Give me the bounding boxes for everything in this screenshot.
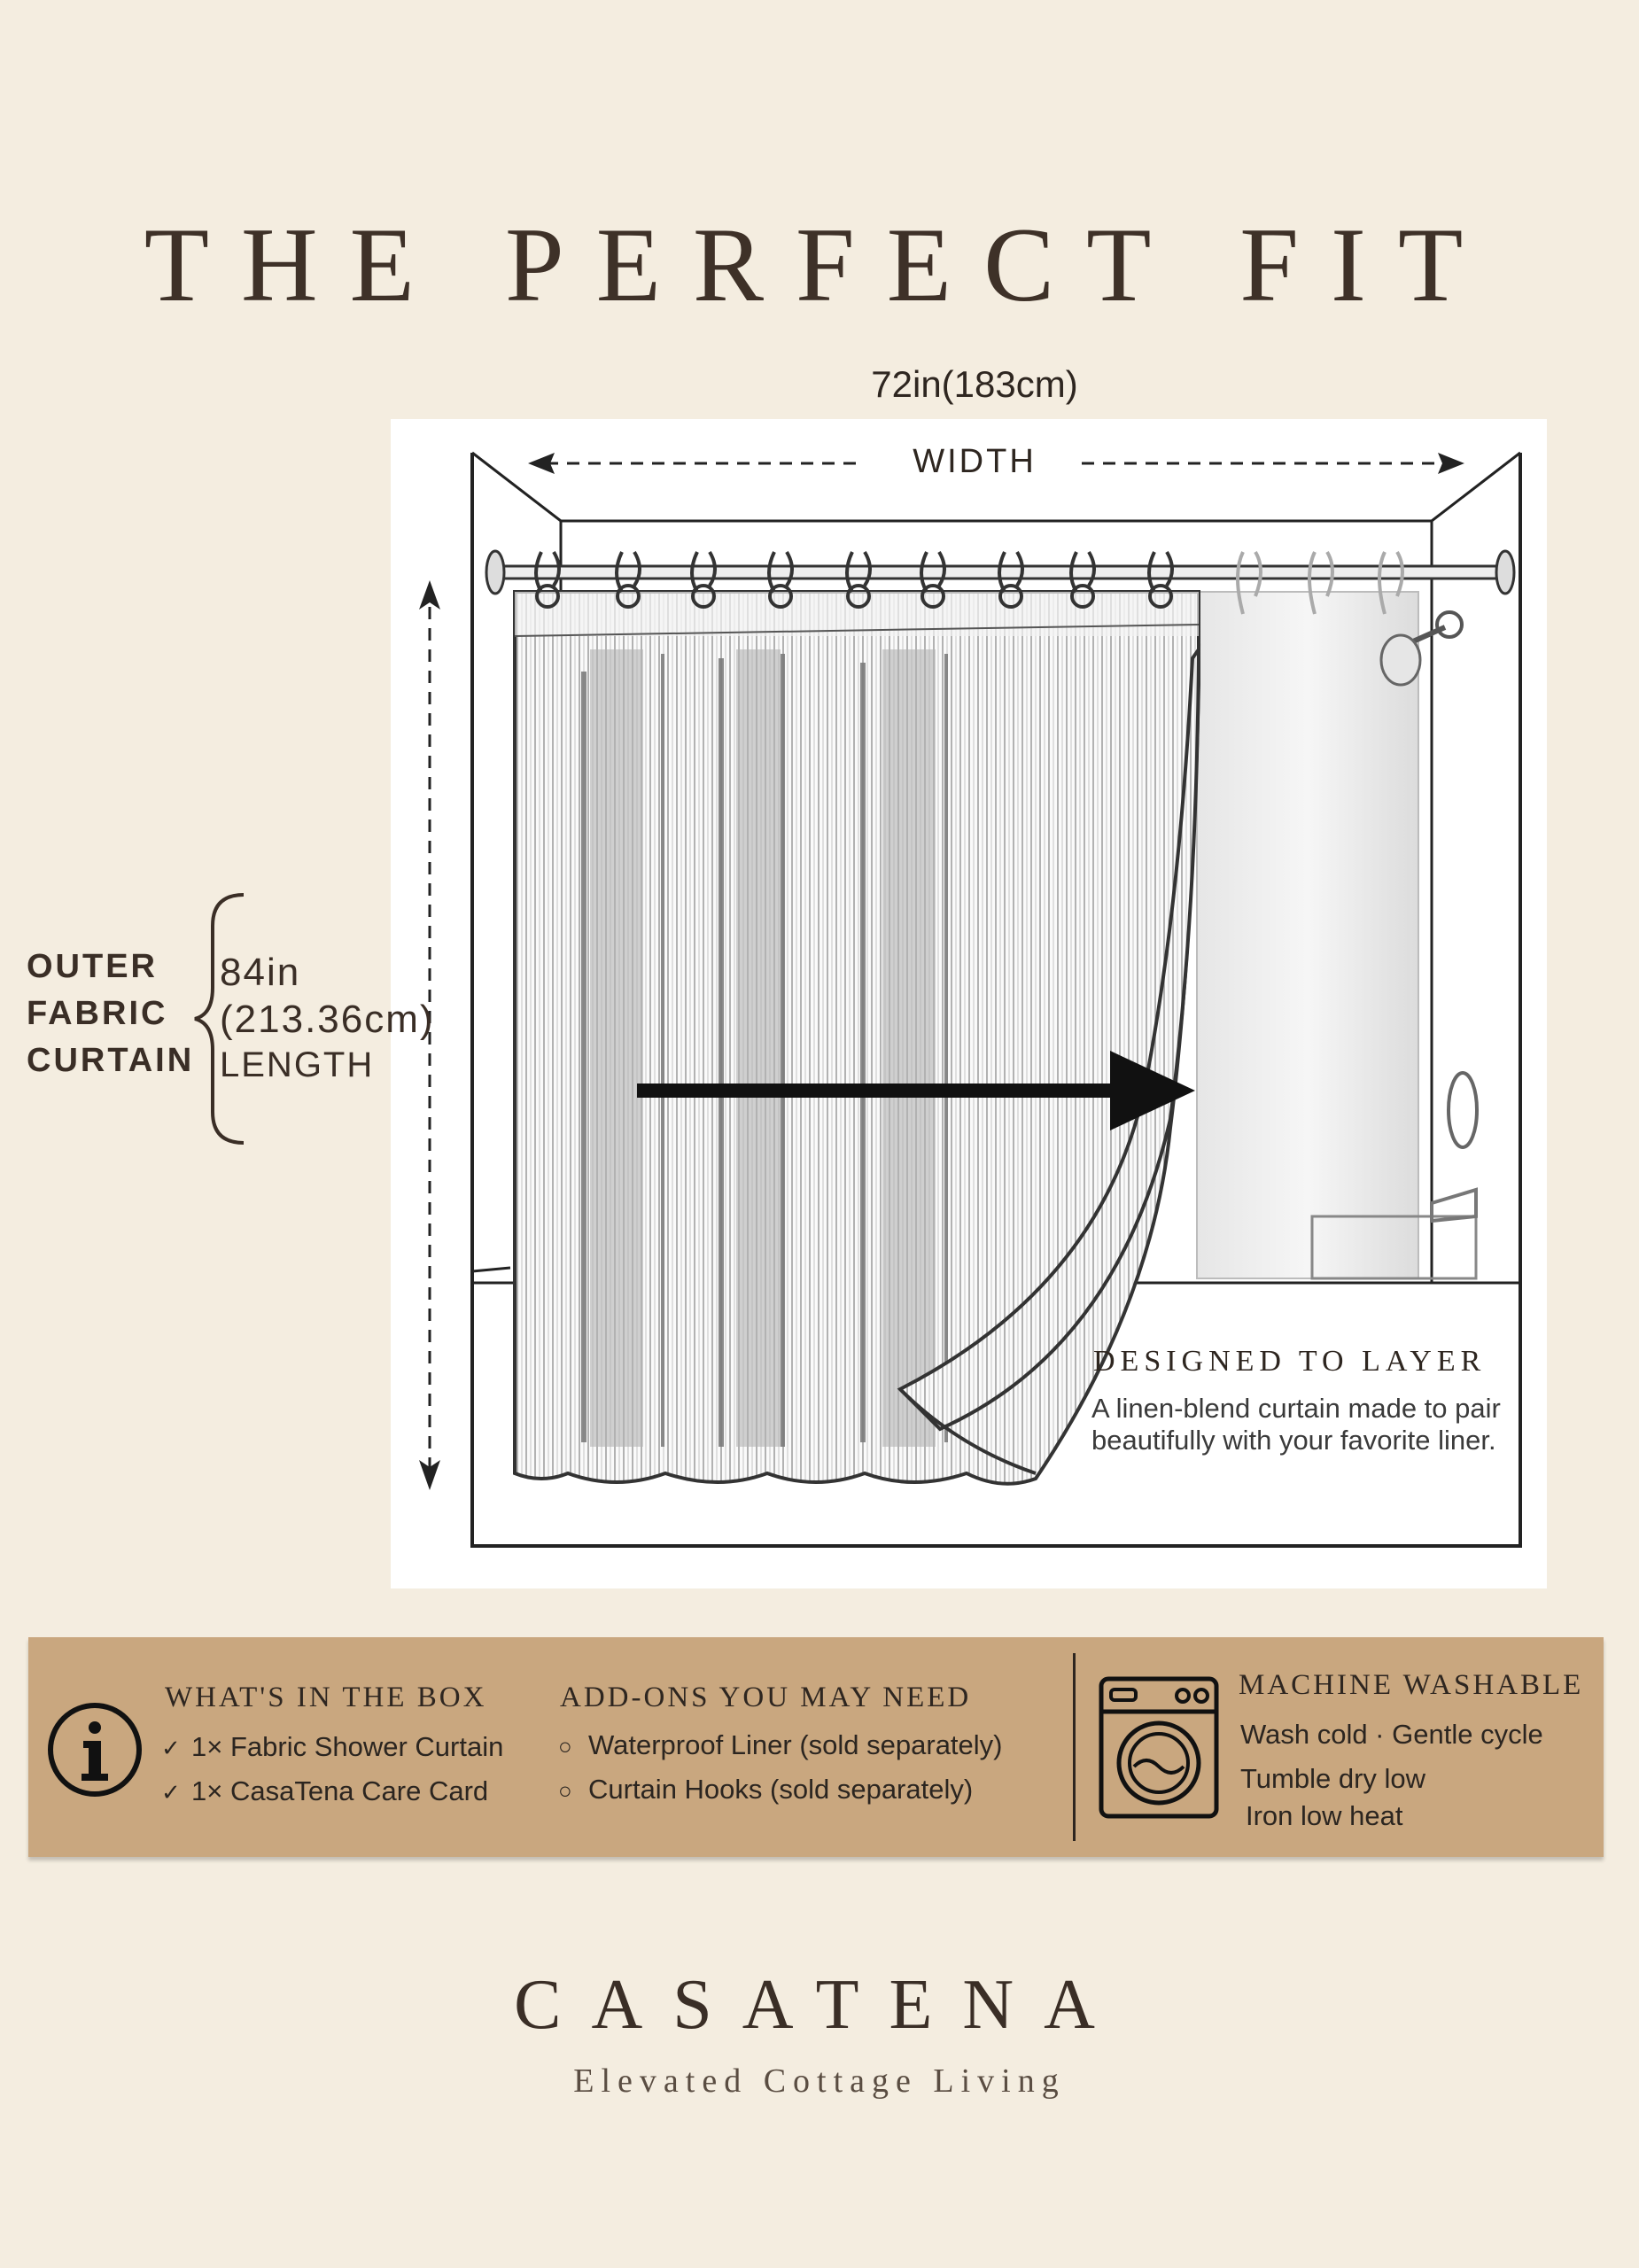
list-item: ○ Curtain Hooks (sold separately) (558, 1774, 973, 1806)
callout-text: A linen-blend curtain made to pair beaut… (1091, 1393, 1501, 1456)
curtain-label-fabric: FABRIC (27, 995, 168, 1032)
box-item-text: 1× Fabric Shower Curtain (191, 1731, 504, 1762)
curtain-label-outer: OUTER (27, 948, 158, 985)
addon-item-text: Curtain Hooks (sold separately) (588, 1774, 974, 1805)
callout-title: DESIGNED TO LAYER (1093, 1345, 1487, 1378)
length-value-inches: 84in (220, 951, 301, 994)
info-circle-icon (48, 1703, 142, 1797)
info-band: WHAT'S IN THE BOX ✓ 1× Fabric Shower Curt… (28, 1637, 1604, 1857)
wash-item: Iron low heat (1246, 1800, 1403, 1831)
length-value-cm: (213.36cm) (220, 998, 435, 1041)
divider (1073, 1653, 1076, 1841)
shower-curtain-diagram (391, 419, 1547, 1588)
length-label: LENGTH (220, 1045, 375, 1084)
brand-logo-text: CASATENA (514, 1966, 1125, 2044)
circle-bullet-icon: ○ (558, 1777, 572, 1804)
wash-heading: MACHINE WASHABLE (1239, 1669, 1584, 1701)
curtain-illustration (470, 451, 1522, 1548)
list-item: ✓ 1× CasaTena Care Card (161, 1775, 488, 1807)
page-title: THE PERFECT FIT (144, 206, 1495, 324)
washing-machine-icon (1099, 1676, 1219, 1819)
check-icon: ✓ (161, 1779, 181, 1806)
addon-item-text: Waterproof Liner (sold separately) (588, 1729, 1003, 1760)
width-dimension-value: 72in(183cm) (871, 363, 1078, 405)
wash-item: Tumble dry low (1240, 1763, 1426, 1794)
brand-tagline: Elevated Cottage Living (573, 2062, 1066, 2100)
list-item: ○ Waterproof Liner (sold separately) (558, 1729, 1003, 1761)
check-icon: ✓ (161, 1735, 181, 1761)
curtain-label-curtain: CURTAIN (27, 1042, 195, 1079)
wash-item: Wash cold · Gentle cycle (1240, 1719, 1543, 1750)
addons-heading: ADD-ONS YOU MAY NEED (560, 1682, 972, 1713)
width-label: WIDTH (913, 443, 1037, 480)
list-item: ✓ 1× Fabric Shower Curtain (161, 1731, 503, 1763)
length-dimension-arrow (419, 580, 440, 1490)
brace-icon (194, 893, 245, 1145)
box-item-text: 1× CasaTena Care Card (191, 1775, 489, 1806)
circle-bullet-icon: ○ (558, 1733, 572, 1759)
box-heading: WHAT'S IN THE BOX (165, 1682, 487, 1713)
